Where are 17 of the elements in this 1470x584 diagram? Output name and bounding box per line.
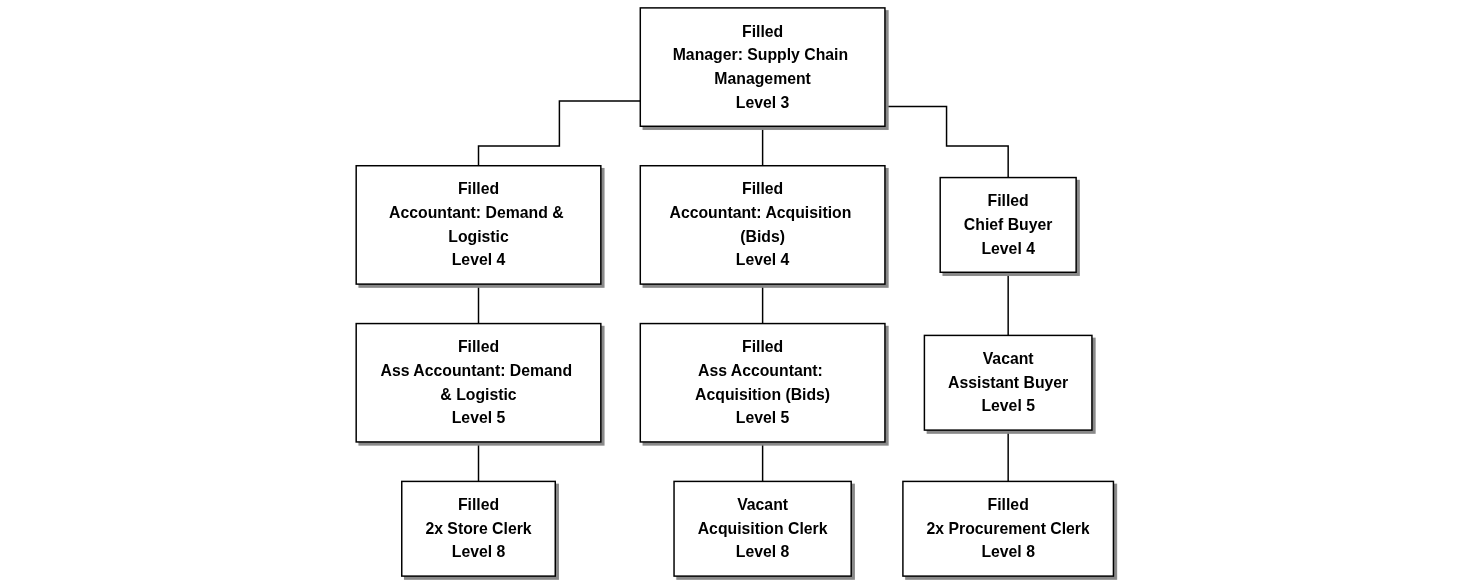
connector <box>1007 429 1010 483</box>
node-box: Filled Chief Buyer Level 4 <box>939 176 1078 273</box>
node-box: Filled 2x Store Clerk Level 8 <box>401 480 557 577</box>
connector <box>762 283 764 325</box>
connector <box>762 125 764 167</box>
connector <box>477 283 480 325</box>
node-box: Filled 2x Procurement Clerk Level 8 <box>902 480 1115 577</box>
connector <box>1007 271 1010 337</box>
node-box: Vacant Acquisition Clerk Level 8 <box>673 480 853 577</box>
node-box: Filled Accountant: Acquisition (Bids) Level 4 <box>639 165 886 285</box>
connector <box>477 441 480 483</box>
node-box: Filled Manager: Supply Chain Management Level 3 <box>639 7 886 127</box>
node-box: Vacant Assistant Buyer Level 5 <box>923 334 1093 431</box>
node-box: Filled Accountant: Demand & Logistic Level 4 <box>355 165 602 285</box>
connector <box>762 441 764 483</box>
node-box: Filled Ass Accountant: Acquisition (Bids) Level 5 <box>639 322 886 443</box>
node-box: Filled Ass Accountant: Demand & Logistic Level 5 <box>355 322 602 443</box>
